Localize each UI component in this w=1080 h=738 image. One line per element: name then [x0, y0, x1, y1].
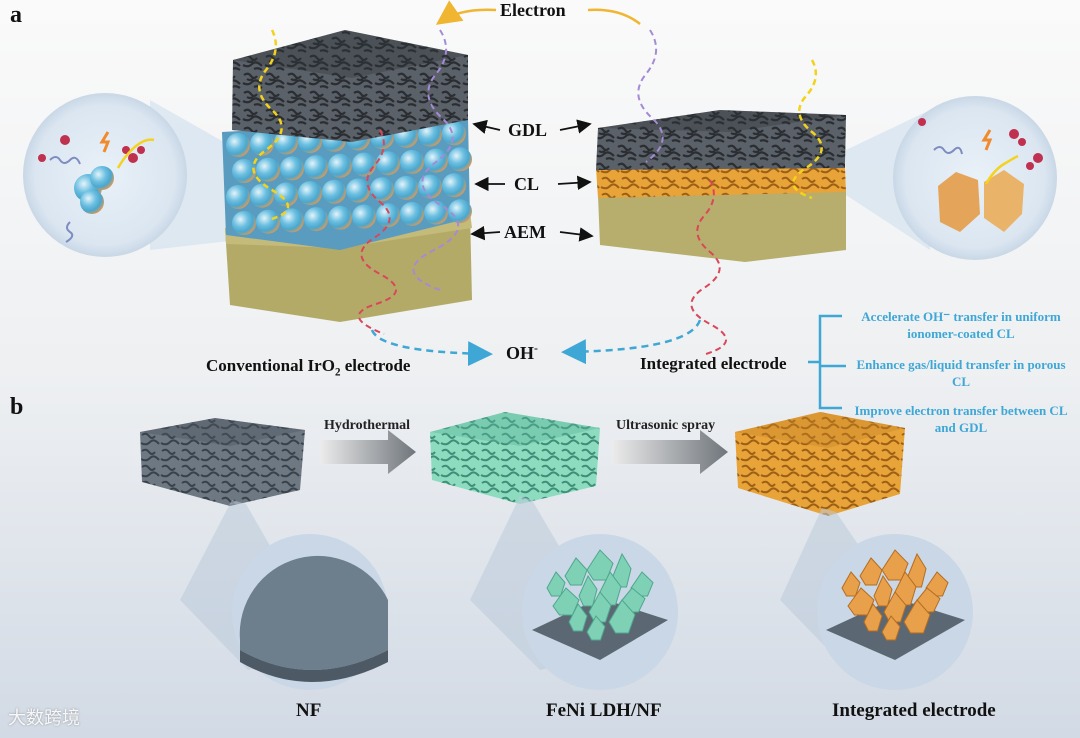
ultrasonic-spray-label: Ultrasonic spray	[616, 418, 715, 434]
catalyst-sphere	[280, 208, 304, 232]
catalyst-sphere	[322, 180, 346, 204]
catalyst-sphere	[400, 202, 424, 226]
catalyst-sphere	[328, 154, 352, 178]
watermark: 大数跨境	[8, 704, 80, 730]
caption-fenildh: FeNi LDH/NF	[546, 700, 662, 722]
catalyst-sphere	[352, 205, 376, 229]
catalyst-sphere	[274, 182, 298, 206]
catalyst-sphere	[370, 177, 394, 201]
catalyst-sphere	[226, 185, 250, 209]
catalyst-sphere	[394, 176, 418, 200]
catalyst-sphere	[256, 210, 280, 234]
conventional-post: electrode	[340, 356, 410, 375]
catalyst-sphere	[280, 156, 304, 180]
integrated-electrode-label: Integrated electrode	[640, 354, 787, 374]
catalyst-sphere	[250, 184, 274, 208]
catalyst-sphere	[298, 181, 322, 205]
catalyst-sphere	[442, 173, 466, 197]
catalyst-sphere	[448, 199, 472, 223]
panel-a-letter: a	[10, 2, 22, 29]
electron-label: Electron	[500, 0, 566, 21]
panel-b-letter: b	[10, 394, 23, 421]
aem-label: AEM	[504, 222, 546, 243]
benefit-2: Enhance gas/liquid transfer in porous CL	[846, 356, 1076, 390]
cl-label: CL	[514, 174, 539, 195]
oh-text: OH	[506, 343, 534, 363]
catalyst-sphere	[376, 203, 400, 227]
catalyst-sphere	[424, 201, 448, 225]
catalyst-sphere	[448, 147, 472, 171]
catalyst-sphere	[400, 150, 424, 174]
catalyst-sphere	[226, 133, 250, 157]
benefit-1: Accelerate OH⁻ transfer in uniform ionom…	[846, 308, 1076, 342]
catalyst-sphere	[232, 159, 256, 183]
catalyst-sphere	[304, 155, 328, 179]
oh-superscript: -	[534, 342, 538, 355]
conventional-pre: Conventional IrO	[206, 356, 335, 375]
benefit-3: Improve electron transfer between CL and…	[846, 402, 1076, 436]
catalyst-sphere	[418, 175, 442, 199]
catalyst-sphere	[352, 153, 376, 177]
hydrothermal-label: Hydrothermal	[324, 418, 410, 434]
catalyst-sphere	[232, 211, 256, 235]
catalyst-sphere	[256, 158, 280, 182]
catalyst-sphere	[346, 179, 370, 203]
catalyst-sphere	[304, 207, 328, 231]
caption-integrated: Integrated electrode	[832, 700, 996, 722]
catalyst-sphere	[442, 121, 466, 145]
catalyst-sphere	[328, 206, 352, 230]
gdl-label: GDL	[508, 120, 547, 141]
conventional-electrode-label: Conventional IrO2 electrode	[206, 356, 410, 378]
catalyst-sphere	[376, 151, 400, 175]
oh-label: OH-	[506, 342, 538, 364]
caption-nf: NF	[296, 700, 321, 722]
conventional-electrode-block	[222, 30, 472, 334]
